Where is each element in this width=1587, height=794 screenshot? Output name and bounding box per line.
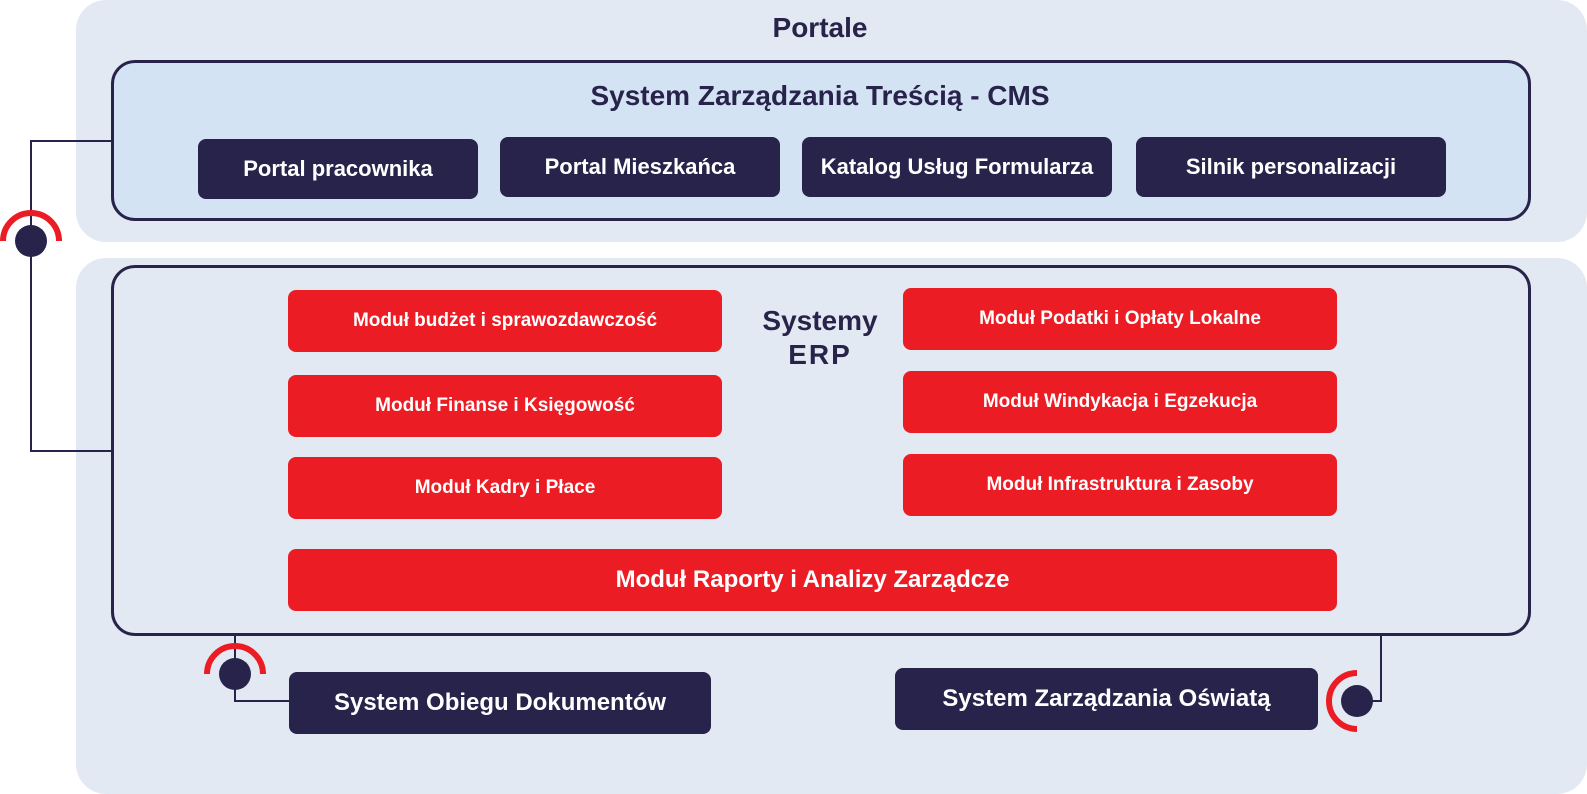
erp-module-kadry: Moduł Kadry i Płace bbox=[288, 457, 722, 519]
erp-title-line2: ERP bbox=[788, 339, 852, 370]
erp-module-finanse: Moduł Finanse i Księgowość bbox=[288, 375, 722, 437]
erp-title-line1: Systemy bbox=[762, 305, 878, 336]
cms-item-silnik-personalizacji: Silnik personalizacji bbox=[1136, 137, 1446, 197]
erp-frame bbox=[111, 265, 1531, 636]
external-zarzadzanie-oswiata: System Zarządzania Oświatą bbox=[895, 668, 1318, 730]
cms-title: System Zarządzania Treścią - CMS bbox=[590, 80, 1050, 111]
erp-module-windykacja: Moduł Windykacja i Egzekucja bbox=[903, 371, 1337, 433]
cms-item-portal-mieszkanca: Portal Mieszkańca bbox=[500, 137, 780, 197]
erp-module-infrastruktura: Moduł Infrastruktura i Zasoby bbox=[903, 454, 1337, 516]
erp-module-podatki: Moduł Podatki i Opłaty Lokalne bbox=[903, 288, 1337, 350]
portale-title: Portale bbox=[772, 12, 868, 43]
erp-title: Systemy ERP bbox=[740, 304, 900, 372]
erp-module-budzet: Moduł budżet i sprawozdawczość bbox=[288, 290, 722, 352]
external-obieg-dokumentow: System Obiegu Dokumentów bbox=[289, 672, 711, 734]
interface-socket-icon bbox=[0, 210, 62, 257]
cms-item-katalog-uslug: Katalog Usług Formularza bbox=[802, 137, 1112, 197]
cms-item-portal-pracownika: Portal pracownika bbox=[198, 139, 478, 199]
erp-module-raporty: Moduł Raporty i Analizy Zarządcze bbox=[288, 549, 1337, 611]
